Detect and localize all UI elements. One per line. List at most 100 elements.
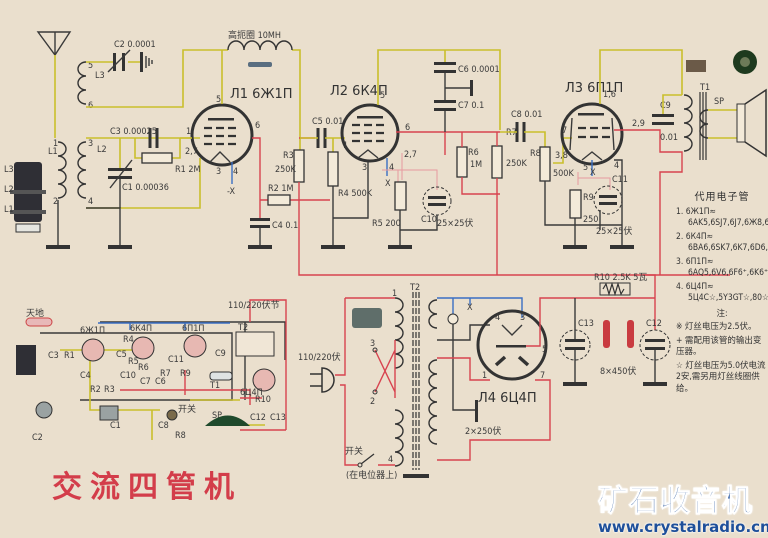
label-C3: C3 0.00025 (110, 127, 157, 137)
substitute-item-2: 2. 6К4П≈6BA6,6SK7,6K7,6D6,78,58※ (676, 232, 768, 255)
layout-label: R6 (138, 363, 149, 373)
ground-icon (403, 474, 429, 478)
page-title: 交流四管机 (52, 470, 242, 505)
pin-label: 1 (186, 127, 191, 137)
resistor-R7 (491, 145, 503, 179)
ground-icon (610, 245, 634, 249)
tube-label-L2: Л2 6К4П (330, 84, 388, 99)
notes-heading: 代用电子管 (694, 192, 750, 203)
pin-label: 3,8 (555, 151, 568, 161)
label-filter-caps: 8×450伏 (600, 365, 636, 377)
pin-label: 6 (255, 121, 260, 131)
tube-L1 (190, 103, 254, 167)
label-C2: C2 0.0001 (114, 40, 156, 50)
ground-icon (46, 245, 70, 249)
layout-label: R7 (160, 369, 171, 379)
pin-label: 5 (583, 163, 588, 173)
capacitor-C7: C7 0.1 (434, 100, 484, 111)
pin-5: 5 (88, 61, 93, 71)
coil-L2 (77, 141, 87, 199)
label-C8: C8 0.01 (511, 110, 542, 120)
label-R6: R6 (468, 148, 479, 158)
power-transformer-part-icon (352, 308, 382, 328)
layout-label: C3 (48, 351, 59, 361)
electrolytic-capacitor-C11: C11 25×25伏 (593, 175, 632, 237)
layout-label: R5 (128, 357, 139, 367)
stack-L3: L3 (4, 165, 14, 175)
resistor-R9 (569, 189, 582, 219)
resistor-R10: R10 2.5K 5瓦 (594, 272, 647, 297)
ground-icon (563, 382, 587, 386)
label-R1: R1 2M (175, 165, 200, 175)
layout-label: R3 (104, 385, 115, 395)
layout-label: 6К4П (130, 324, 152, 334)
heater-winding (428, 299, 438, 329)
coil-L3 (77, 61, 87, 105)
value-R9: 250 (583, 215, 598, 225)
stack-L2: L2 (4, 185, 14, 195)
capacitor-C8: C8 0.01 (511, 110, 542, 142)
layout-label: 6П1П (182, 324, 204, 334)
layout-label: R8 (175, 431, 186, 441)
value-R3: 250K (275, 165, 296, 175)
label-C5: C5 0.01 (312, 117, 343, 127)
heater-x: -X (227, 187, 235, 197)
value-R7: 250K (506, 159, 527, 169)
coil-winding (428, 299, 438, 329)
layout-label: R1 (64, 351, 75, 361)
pin-label: 5 (216, 95, 221, 105)
pin-label: 7 (562, 126, 567, 136)
pin-label: 5 (542, 345, 547, 355)
label-R2: R2 1M (268, 184, 293, 194)
label-L3: L3 (95, 71, 105, 81)
power-switch[interactable] (357, 453, 375, 468)
label-switch: 开关 (345, 445, 363, 457)
layout-label: R4 (123, 335, 134, 345)
label-C1: C1 0.00036 (122, 183, 169, 193)
electrolytic-capacitor-C10: C10 25×25伏 (421, 186, 473, 229)
watermark: 矿石收音机 www.crystalradio.cn (598, 476, 768, 537)
note-text: 灯丝电压为5.0伏电流2安,需另用灯丝线圈供给。 (676, 360, 766, 394)
label-SP: SP (714, 97, 724, 107)
note-text: 需配用该管的输出变压器。 (676, 335, 762, 358)
substitutes: 6AK5,6SJ7,6J7,6Ж8,6C6,77,57※ (688, 218, 768, 228)
heater-x: X (467, 303, 473, 313)
label-rect-winding: 2×250伏 (465, 425, 501, 437)
layout-label: C13 (270, 413, 286, 423)
coil-stack-icon: L3 L2 L1 (4, 162, 46, 233)
output-transformer-T1 (683, 94, 693, 152)
tube-L2 (340, 103, 400, 163)
note-symbol: ☆ (676, 360, 683, 371)
choke-part-icon (248, 62, 272, 67)
pin-label: 2,9 (632, 119, 645, 129)
ground-icon (563, 245, 587, 249)
watermark-url: www.crystalradio.cn (598, 518, 768, 536)
note-1: ※ 灯丝电压为2.5伏。 (676, 322, 768, 334)
pin-label: 1 (392, 289, 397, 299)
note-symbol: ※ (676, 322, 683, 332)
pin-label: 1 (482, 371, 487, 381)
pin-label: 3 (216, 167, 221, 177)
pin-label: 4 (614, 161, 619, 171)
label-R8: R8 (530, 149, 541, 159)
substitute-item-3: 3. 6П1П≈6AQ5,6V6,6F6⁺,6K6⁺,6П6C (676, 257, 768, 280)
antenna-icon (36, 31, 72, 138)
substitute-tubes-panel: 代用电子管 1. 6Ж1П≈6AK5,6SJ7,6J7,6Ж8,6C6,77,5… (676, 192, 768, 397)
label-T2: T2 (409, 283, 420, 293)
tube-label-L4: Л4 6Ц4П (478, 391, 537, 406)
value-C10: 25×25伏 (437, 217, 473, 229)
coil-winding (57, 141, 67, 199)
pin-label: 5 (380, 91, 385, 101)
tube-name: 6Ж1П≈ (685, 206, 716, 217)
label-C12: C12 (646, 319, 662, 329)
label-choke: 高扼圈 10MH (228, 29, 281, 41)
layout-label: R10 (255, 395, 271, 405)
layout-label: C11 (168, 355, 184, 365)
heater-x: X (385, 179, 391, 189)
label-R7: R7 (506, 128, 517, 138)
label-R4: R4 500K (338, 189, 373, 199)
speaker-icon (733, 50, 767, 158)
pin-label: 2,7 (404, 150, 417, 160)
